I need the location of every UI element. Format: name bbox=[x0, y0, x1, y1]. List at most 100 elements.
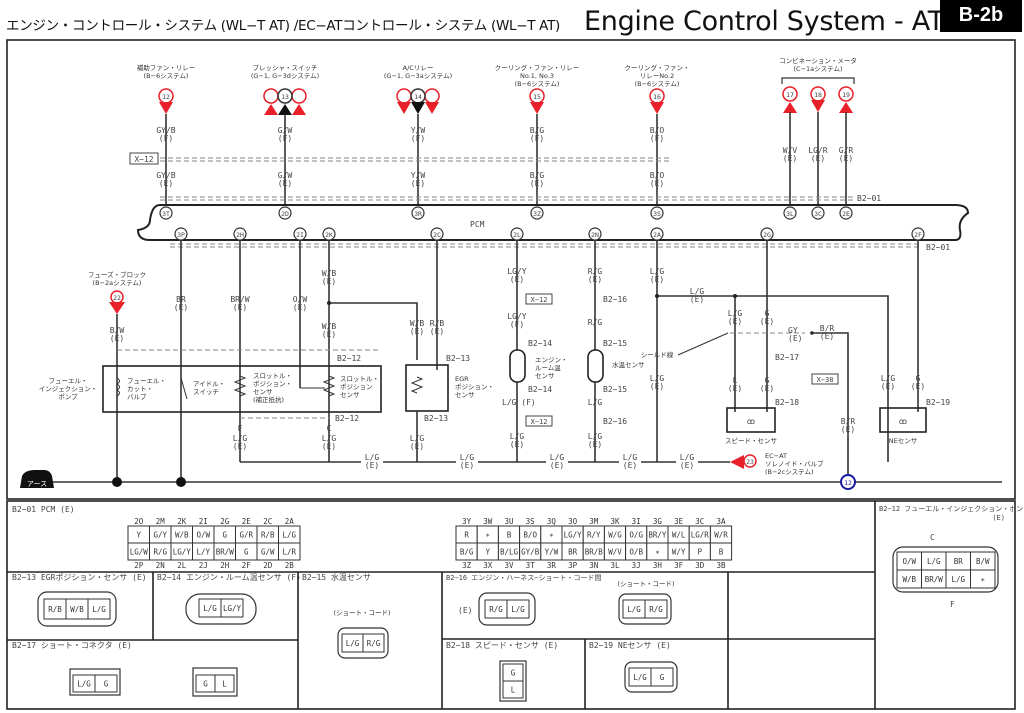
label-line: スイッチ bbox=[193, 388, 219, 396]
bus-label-bg bbox=[619, 452, 641, 470]
fuse-wire-color: B/W bbox=[110, 326, 125, 335]
pin-cell-value: G bbox=[203, 680, 208, 689]
b2-15-top-label: B2−15 bbox=[603, 339, 627, 348]
bus-label-bg bbox=[546, 452, 568, 470]
wire-2k-branch bbox=[329, 302, 418, 360]
label-line: センサ bbox=[455, 391, 475, 399]
wire-color: G/W bbox=[278, 126, 293, 135]
engine-room-temp-label: エンジン・ルーム温センサ bbox=[535, 356, 568, 380]
ne-g-cav: (E) bbox=[911, 382, 925, 391]
pin-cell-value: L/G bbox=[92, 605, 106, 614]
wire-cavity: (E) bbox=[530, 179, 544, 188]
egr-lg-cav: (E) bbox=[410, 442, 424, 451]
junction-dot bbox=[655, 294, 659, 298]
pin-cell-value: W/B bbox=[902, 575, 916, 584]
b2-13-housing bbox=[37, 591, 117, 627]
up-arrow-icon bbox=[264, 104, 278, 115]
wire-cavity: (F) bbox=[278, 134, 292, 143]
top-component-15: クーリング・ファン・リレーNo.1, No.3(B−6システム)15B/G(F)… bbox=[495, 63, 579, 208]
pin-number: 2E bbox=[242, 517, 252, 526]
wire-2n-c-color: L/G bbox=[588, 398, 603, 407]
connector-circle bbox=[396, 88, 412, 104]
pin-number: 3C bbox=[695, 517, 704, 526]
wire-2n-e-color: L/G bbox=[588, 432, 603, 441]
component-sub: (G−1, G−3dシステム) bbox=[251, 72, 319, 80]
pin-cell-value: GY/B bbox=[521, 548, 540, 557]
pin-cell-value: R/G bbox=[367, 639, 381, 648]
label-line: インジェクション・ bbox=[39, 385, 98, 393]
pin-cell-value: G/W bbox=[261, 548, 275, 557]
b2-18-housing bbox=[499, 660, 527, 702]
top-components: 補助ファン・リレー(B−6システム)12GY/B(F)GY/B(E)プレッシャ・… bbox=[137, 56, 857, 208]
wire-2l-e-color: L/G bbox=[510, 432, 525, 441]
pcm-pin-label: 3R bbox=[414, 210, 422, 218]
fuse-block-sub: (B−2aシステム) bbox=[93, 279, 142, 287]
component-sub: (B−6システム) bbox=[515, 80, 560, 88]
x12-label: X−12 bbox=[134, 155, 153, 164]
wire-2a-cav: (E) bbox=[650, 275, 664, 284]
pin-cell-value: G/Y bbox=[153, 531, 167, 540]
pcm-pin bbox=[159, 206, 173, 220]
wire-color: B/O bbox=[650, 171, 665, 180]
pin-cell-value: G bbox=[660, 673, 665, 682]
b2-16-housing bbox=[478, 592, 536, 626]
label-line: 水温センサ bbox=[612, 360, 645, 369]
water-temp-label: 水温センサ bbox=[612, 360, 645, 369]
pin-cell-value: L/G bbox=[633, 673, 647, 682]
label-line: EC−AT bbox=[765, 452, 787, 460]
pin-cell-value: L/G bbox=[927, 557, 941, 566]
b2-14-top-label: B2−14 bbox=[528, 339, 552, 348]
x12-label-2: X−12 bbox=[531, 296, 548, 304]
pin-number: 3P bbox=[568, 561, 578, 570]
wire-2h-color: BR/W bbox=[230, 295, 249, 304]
fuse-block-label: フューズ・ブロック bbox=[88, 270, 146, 279]
wire-cavity: (F) bbox=[530, 134, 544, 143]
speed-sensor-label: スピード・センサ bbox=[725, 437, 777, 445]
wire-2a-color: L/G bbox=[650, 267, 665, 276]
label-line: EGR bbox=[455, 375, 469, 383]
pin-number: 2I bbox=[199, 517, 208, 526]
b2-14-bottom-label: B2−14 bbox=[528, 385, 552, 394]
label-line: バルブ bbox=[127, 392, 147, 401]
tps-pin-c: C bbox=[327, 424, 332, 433]
tps-c-cav: (E) bbox=[322, 442, 336, 451]
thermistor-icon bbox=[587, 349, 604, 383]
wire-cavity: (E) bbox=[411, 179, 425, 188]
egr-rb-cav: (E) bbox=[430, 327, 444, 336]
pin-number: 2O bbox=[134, 517, 144, 526]
meter-bracket bbox=[781, 77, 855, 84]
title-english: Engine Control System - AT bbox=[584, 6, 944, 37]
component-label-2: No.1, No.3 bbox=[520, 72, 554, 80]
bus-wire-color: L/G bbox=[623, 453, 638, 462]
label-line: ルーム温 bbox=[535, 363, 561, 372]
wire-color: W/V bbox=[783, 146, 798, 155]
bus-wire-color: L/G bbox=[460, 453, 475, 462]
pin-number: 3M bbox=[589, 517, 599, 526]
wire-2l-e-cav: (E) bbox=[510, 440, 524, 449]
x12-tag-2 bbox=[525, 293, 553, 305]
label-line: ポジション・ bbox=[455, 383, 494, 391]
label-line: カット・ bbox=[127, 385, 153, 393]
pin-number: 2M bbox=[156, 517, 166, 526]
bus-wire-color: L/G bbox=[680, 453, 695, 462]
pin-cell-value: O/G bbox=[629, 531, 643, 540]
label-line: センサ bbox=[340, 391, 360, 399]
pin-cell-value: LG/R bbox=[691, 531, 710, 540]
component-id: 12 bbox=[162, 93, 170, 101]
pin-cell-value: P bbox=[698, 548, 703, 557]
pin-cell-value: Y/W bbox=[545, 548, 559, 557]
pin-cell-value: L/R bbox=[282, 548, 296, 557]
pcm-pin-label: 3L bbox=[786, 210, 794, 218]
b2-12-table-cav: (E) bbox=[992, 514, 1005, 522]
bus-wire-color: L/G bbox=[365, 453, 380, 462]
pin-number: 3B bbox=[716, 561, 726, 570]
b2-12-top-label: B2−12 bbox=[337, 354, 361, 363]
x12-label-3: X−12 bbox=[531, 418, 548, 426]
ne-lg-color: L/G bbox=[881, 374, 896, 383]
lower-wiring: フューズ・ブロック (B−2aシステム) 22 B/W (E) BR (E) B… bbox=[20, 240, 1002, 490]
